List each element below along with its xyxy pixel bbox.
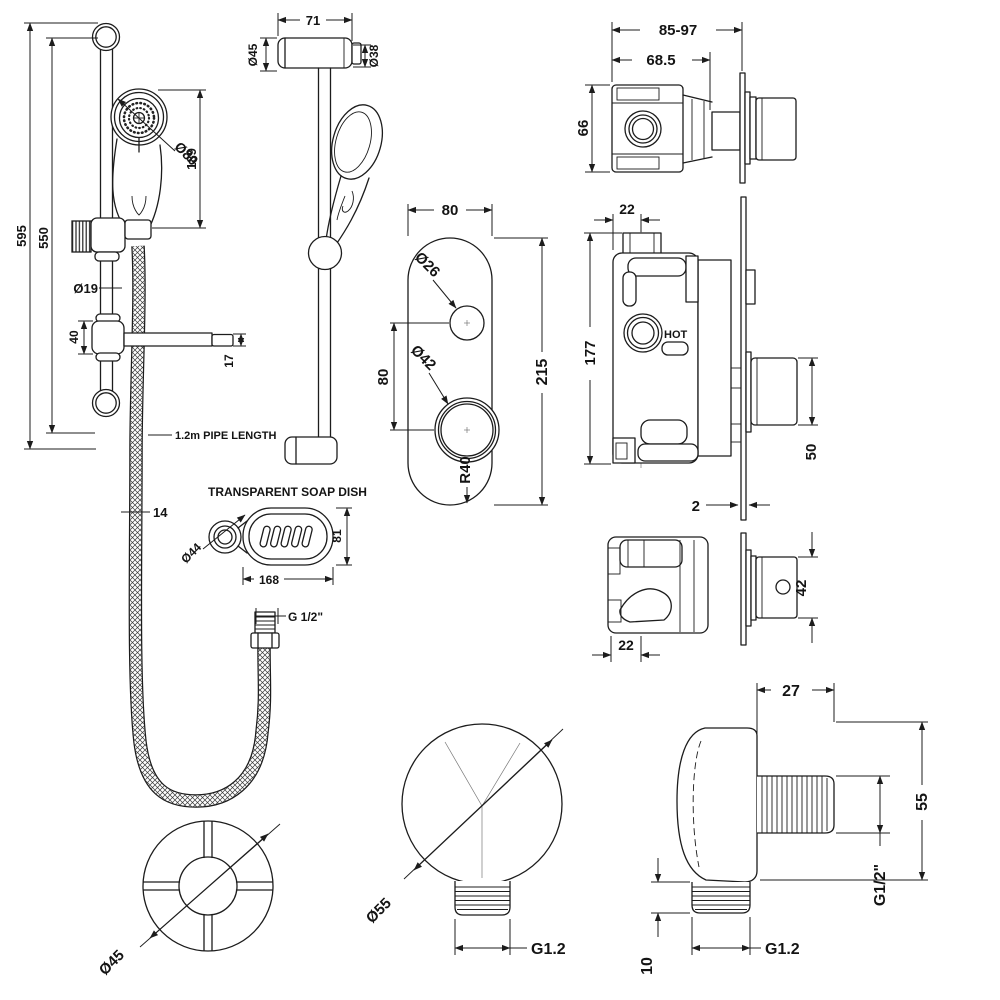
valve-top-view: 85-97 68.5 66 xyxy=(575,22,797,184)
hot-inlet-port xyxy=(623,313,663,353)
dim-knob-diameter: 42 xyxy=(793,580,810,597)
dim-head-length: 189 xyxy=(184,148,199,170)
bracket-outer xyxy=(142,820,274,952)
rail-side-bottom-end xyxy=(284,436,338,465)
faceplate-view: 80 215 Ø26 Ø42 80 R40 xyxy=(375,202,551,506)
dim-71: 71 xyxy=(306,13,320,28)
dim-stub-height: 10 xyxy=(639,957,656,975)
dim-side-thread: G1/2" xyxy=(872,864,889,906)
valve-bottom-dimensions: 42 22 xyxy=(592,532,818,662)
valve-top-wall-plate xyxy=(739,72,746,184)
dim-end-diameter: Ø45 xyxy=(246,43,260,66)
dim-dish-height: 81 xyxy=(330,529,344,543)
dim-body-depth: 68.5 xyxy=(646,52,675,69)
pipe-length-note: 1.2m PIPE LENGTH xyxy=(175,430,277,442)
dim-rail-diameter: Ø19 xyxy=(73,281,98,296)
outlet-top-view: Ø55 G1.2 xyxy=(363,723,566,958)
dim-elbow-height: 55 xyxy=(914,793,931,811)
dim-bracket-diameter: Ø45 xyxy=(96,947,128,979)
soap-dish-title: TRANSPARENT SOAP DISH xyxy=(208,485,367,499)
soap-dish-view: TRANSPARENT SOAP DISH Ø44 81 168 xyxy=(178,485,367,587)
dim-corner-radius: R40 xyxy=(457,456,474,484)
rail-top-mount xyxy=(91,22,121,52)
dim-knob-depth: 50 xyxy=(803,444,820,461)
valve-front-body-right xyxy=(697,259,732,457)
shower-hose xyxy=(128,245,272,808)
outlet-side-stub xyxy=(757,775,835,834)
dim-dome-diameter: Ø55 xyxy=(363,895,395,927)
valve-top-stub xyxy=(622,232,662,255)
outlet-bottom-stub xyxy=(691,882,751,914)
faceplate-outline xyxy=(407,237,493,506)
valve-bottom-wall-plate xyxy=(740,532,747,646)
hose-end-fitting xyxy=(250,611,280,649)
dim-bracket-height: 40 xyxy=(67,330,81,344)
soap-dish-arm xyxy=(91,313,234,362)
dim-bottom-stub-offset: 22 xyxy=(618,637,634,653)
dim-valve-height: 66 xyxy=(575,120,592,137)
dim-tube-diameter: Ø38 xyxy=(367,44,381,67)
spray-nozzle-ring-inner xyxy=(127,106,151,130)
spray-nozzle-ring-outer xyxy=(122,101,156,135)
rail-side-dimensions: 71 Ø45 Ø38 xyxy=(246,13,381,72)
dim-valve-front-height: 177 xyxy=(582,340,599,365)
rail-slider xyxy=(307,235,343,271)
handset-side xyxy=(325,104,383,247)
valve-bottom-view: 42 22 xyxy=(592,532,818,662)
dim-plate-height: 215 xyxy=(534,359,551,386)
outlet-body xyxy=(676,727,758,883)
soap-dish-slots xyxy=(259,525,313,548)
dim-hole-spacing: 80 xyxy=(375,369,392,386)
knob-screw-hole xyxy=(775,579,791,595)
rail-side-view: 71 Ø45 Ø38 xyxy=(246,13,383,465)
rail-bottom-mount xyxy=(91,388,121,418)
bracket-top-view: Ø45 xyxy=(96,820,281,979)
dim-depth-range: 85-97 xyxy=(659,22,697,39)
valve-top-dimensions: 85-97 68.5 66 xyxy=(575,22,743,173)
dim-outlet-top-thread: G1.2 xyxy=(531,941,566,958)
dim-elbow-depth: 27 xyxy=(782,683,800,700)
rail-side-top-bracket xyxy=(277,37,353,69)
soap-dish-body xyxy=(242,507,334,566)
holder-knurled-knob xyxy=(71,220,92,253)
valve-front-dimensions: 22 177 50 2 xyxy=(582,201,820,515)
dim-plate-thickness: 2 xyxy=(692,498,700,515)
handset-front xyxy=(110,88,168,239)
hot-label: HOT xyxy=(664,329,688,341)
dim-arm-end: 17 xyxy=(222,354,236,368)
dim-hose-diameter: 14 xyxy=(153,505,168,520)
valve-front-knob xyxy=(750,357,798,426)
outlet-top-stub xyxy=(454,881,511,916)
dim-stub-offset: 22 xyxy=(619,201,635,217)
dim-plate-width: 80 xyxy=(442,202,459,219)
rail-front-view: 595 550 Ø19 Ø80 189 40 17 xyxy=(14,22,323,808)
valve-front-view: HOT 22 177 50 2 xyxy=(582,196,820,521)
handset-holder-bracket xyxy=(71,217,152,262)
rail-front-dimensions: 595 550 Ø19 Ø80 189 40 17 xyxy=(14,22,323,624)
valve-front-wall-plate xyxy=(740,196,747,521)
dim-bottom-thread: G1.2 xyxy=(765,941,800,958)
valve-top-knob xyxy=(755,97,797,161)
dim-595: 595 xyxy=(14,225,29,247)
dim-hose-thread: G 1/2" xyxy=(288,610,323,624)
outlet-side-view: 27 55 G1/2" 10 G1.2 xyxy=(639,683,931,975)
dim-dish-length: 168 xyxy=(259,573,279,587)
dim-ring-diameter: Ø44 xyxy=(178,540,204,566)
outlet-side-dimensions: 27 55 G1/2" 10 G1.2 xyxy=(639,683,931,975)
dim-550: 550 xyxy=(36,227,51,249)
